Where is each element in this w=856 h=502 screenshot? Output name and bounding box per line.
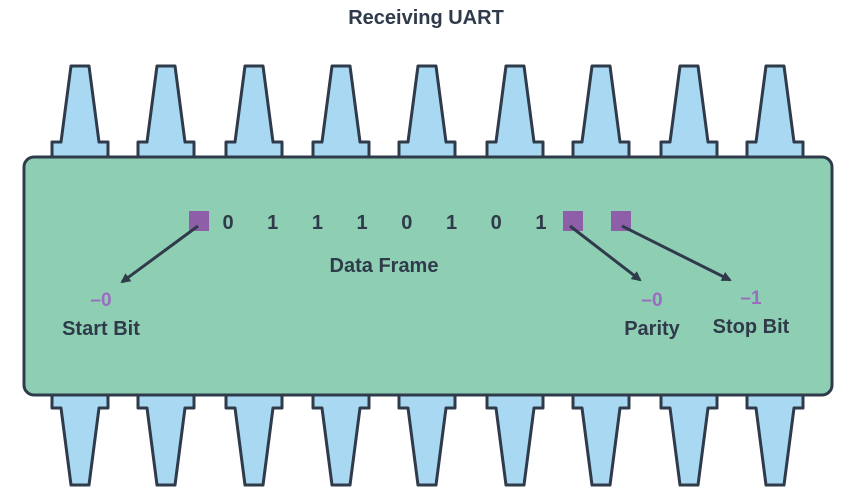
bottom-pin-4 (311, 379, 371, 487)
top-pin-2 (136, 64, 196, 172)
parity-bit-marker (563, 211, 583, 231)
bottom-pin-8 (659, 379, 719, 487)
stop-bit-value: –1 (740, 288, 762, 309)
top-pin-5 (397, 64, 457, 172)
data-frame-label: Data Frame (330, 255, 439, 277)
top-pin-1 (50, 64, 110, 172)
data-bit-2: 1 (267, 212, 278, 234)
top-pin-3 (224, 64, 284, 172)
top-pin-8 (659, 64, 719, 172)
data-bit-4: 1 (357, 212, 368, 234)
parity-value: –0 (641, 290, 662, 311)
top-pin-7 (571, 64, 631, 172)
stop-bit-marker (611, 211, 631, 231)
parity-label: Parity (624, 318, 680, 340)
diagram-title: Receiving UART (348, 7, 504, 29)
start-bit-label: Start Bit (62, 318, 140, 340)
top-pin-9 (745, 64, 805, 172)
data-bit-1: 0 (222, 212, 233, 234)
data-bit-5: 0 (401, 212, 412, 234)
start-bit-arrow (120, 224, 199, 284)
bottom-pins (50, 379, 805, 487)
data-bits: 0 1 1 1 0 1 0 1 (222, 212, 546, 234)
bottom-pin-9 (745, 379, 805, 487)
top-pin-6 (485, 64, 545, 172)
start-bit-marker (189, 211, 209, 231)
data-bit-3: 1 (312, 212, 323, 234)
data-bit-6: 1 (446, 212, 457, 234)
bottom-pin-7 (571, 379, 631, 487)
stop-bit-label: Stop Bit (713, 316, 790, 338)
data-bit-7: 0 (491, 212, 502, 234)
top-pins (50, 64, 805, 172)
bottom-pin-2 (136, 379, 196, 487)
bottom-pin-3 (224, 379, 284, 487)
bottom-pin-6 (485, 379, 545, 487)
stop-bit-arrow (621, 224, 732, 282)
bottom-pin-5 (397, 379, 457, 487)
parity-arrow (569, 224, 642, 282)
data-bit-8: 1 (535, 212, 546, 234)
bottom-pin-1 (50, 379, 110, 487)
top-pin-4 (311, 64, 371, 172)
start-bit-value: –0 (90, 290, 111, 311)
